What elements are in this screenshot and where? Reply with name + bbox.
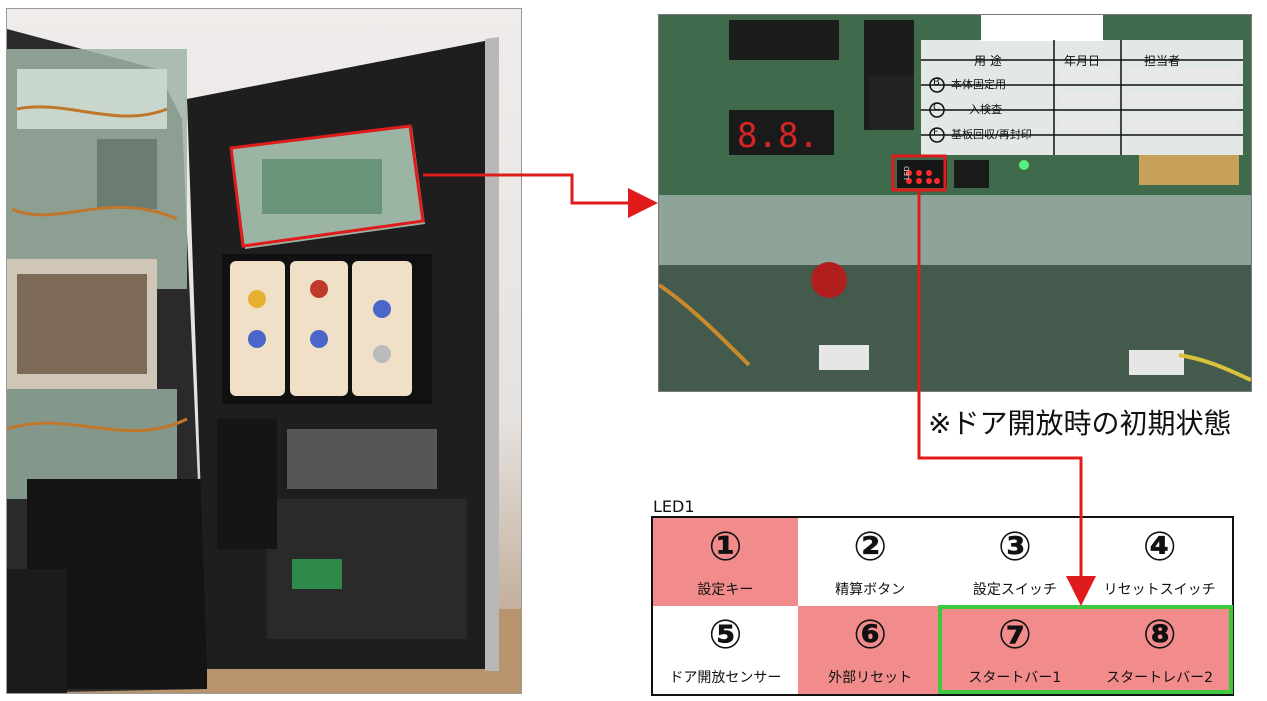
label-row-mark: B [933,77,940,88]
label-row-mark: F [933,127,939,138]
led-cell-6: ⑥ 外部リセット [797,606,943,694]
led-number: ② [853,524,888,570]
led-cell-1: ① 設定キー [653,518,798,606]
led-cell-2: ② 精算ボタン [797,518,943,606]
led-cell-4: ④ リセットスイッチ [1087,518,1232,606]
led-label: ドア開放センサー [669,670,782,686]
slot-machine-photo [6,8,522,694]
led-number: ⑧ [1142,612,1177,658]
svg-text:8.8.: 8.8. [737,116,819,156]
label-row-text: 入検査 [969,103,1002,116]
board-closeup-photo: 8.8. [658,14,1252,392]
led-cell-5: ⑤ ドア開放センサー [653,606,798,694]
label-row-text: 本体固定用 [951,78,1006,91]
led-cell-8: ⑧ スタートレバー2 [1087,606,1232,694]
led-label: 設定スイッチ [972,582,1057,598]
led-cell-3: ③ 設定スイッチ [942,518,1088,606]
led-status-table: ① 設定キー ② 精算ボタン ③ 設定スイッチ ④ リセットスイッチ ⑤ ドア開… [651,516,1234,696]
led-label: スタートレバー2 [1106,670,1214,686]
led-cell-7: ⑦ スタートバー1 [942,606,1088,694]
label-header-date: 年月日 [1064,54,1101,68]
board-led-tag: LED [902,166,911,180]
label-header-person: 担当者 [1144,54,1181,68]
led-label: リセットスイッチ [1103,582,1216,598]
label-row-mark: C [933,102,940,113]
led-number: ③ [997,524,1032,570]
led-number: ⑦ [997,612,1032,658]
led-label: 外部リセット [828,670,913,686]
led-number: ④ [1142,524,1177,570]
led-label: 精算ボタン [835,582,906,598]
led-number: ⑤ [708,612,743,658]
label-row-text: 基板回収/再封印 [951,128,1032,141]
door-open-caption: ※ドア開放時の初期状態 [928,407,1232,440]
led-panel-title: LED1 [653,497,695,516]
led-label: 設定キー [697,582,754,598]
label-header-usage: 用 途 [974,54,1002,68]
led-number: ① [708,524,743,570]
slot-machine-illustration [7,29,521,693]
led-number: ⑥ [853,612,888,658]
board-closeup-illustration: 8.8. [659,15,1251,391]
led-label: スタートバー1 [968,670,1062,686]
